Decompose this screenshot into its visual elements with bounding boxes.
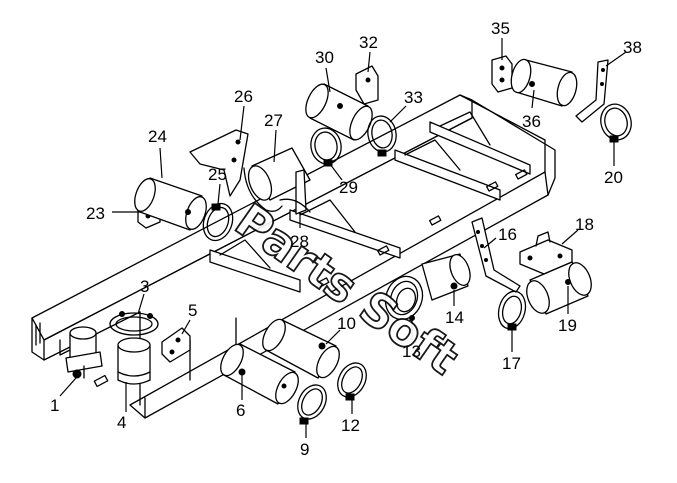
callout-24: 24 [148,127,167,146]
clamp-29 [310,127,342,167]
callout-17: 17 [502,354,521,373]
air-tank-14 [421,253,471,301]
callout-33: 33 [404,88,423,107]
callout-labels: 1 3 4 5 6 9 10 12 13 14 16 17 18 19 20 2… [50,19,642,459]
air-dryer [65,326,103,379]
leader-lines [59,38,627,438]
callout-12: 12 [341,416,360,435]
callout-1: 1 [50,396,59,415]
bracket-26 [189,129,249,197]
air-tank-36 [510,58,578,107]
bracket-35 [491,55,513,93]
callout-6: 6 [236,401,245,420]
callout-36: 36 [522,112,541,131]
bracket-32 [355,65,379,105]
callout-29: 29 [339,178,358,197]
clamp-9 [297,384,327,425]
callout-14: 14 [445,308,464,327]
callout-4: 4 [117,413,126,432]
clamp-13 [384,275,424,321]
clamp-20 [600,103,632,143]
strap-bracket-38 [575,59,609,123]
strap-28 [279,169,311,215]
callout-18: 18 [575,215,594,234]
clamp-17 [497,290,527,331]
callout-5: 5 [188,301,197,320]
callout-27: 27 [264,111,283,130]
clamp-ring [109,311,159,336]
callout-23: 23 [86,204,105,223]
mounting-bracket [161,327,191,363]
strap-bracket-16 [471,217,521,293]
callout-28: 28 [290,232,309,251]
callout-9: 9 [300,440,309,459]
callout-38: 38 [623,38,642,57]
clamp-12 [337,362,367,401]
callout-16: 16 [498,225,517,244]
air-tank-24 [134,177,207,231]
clamp-33 [367,115,397,157]
callout-10: 10 [337,314,356,333]
callout-30: 30 [315,48,334,67]
callout-35: 35 [491,19,510,38]
air-tank-19 [526,261,592,315]
callout-19: 19 [558,316,577,335]
callout-13: 13 [402,342,421,361]
callout-25: 25 [208,165,227,184]
clamp-25 [202,202,234,242]
air-tank-6 [220,343,299,405]
callout-3: 3 [140,277,149,296]
air-tank-small [117,337,151,385]
callout-26: 26 [234,87,253,106]
air-tank-10 [262,318,340,379]
callout-20: 20 [604,168,623,187]
air-tank-30 [305,83,373,141]
callout-32: 32 [359,33,378,52]
